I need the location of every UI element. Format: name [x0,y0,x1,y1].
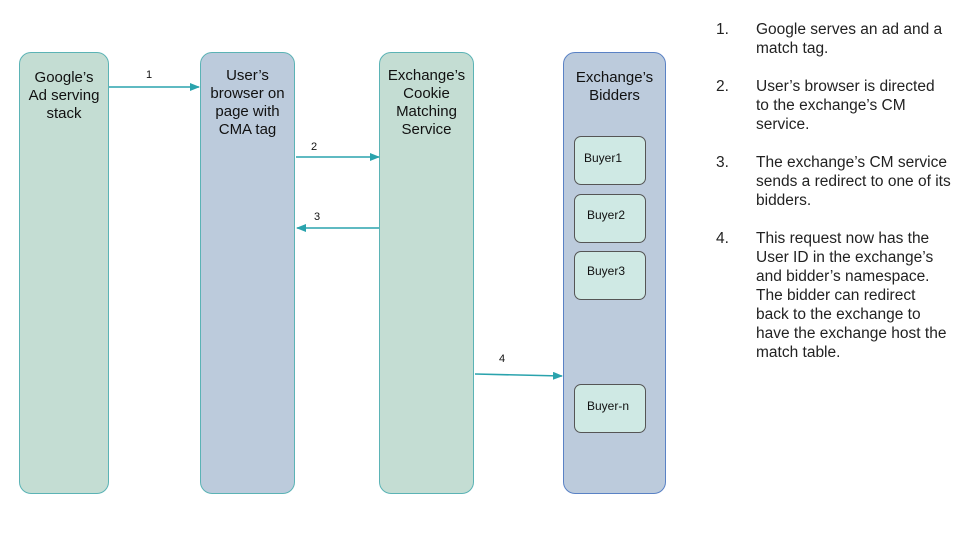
buyer-box-2: Buyer2 [574,194,646,243]
buyer-box-1: Buyer1 [574,136,646,185]
step-number: 2. [716,78,729,95]
buyer-label: Buyer1 [584,151,623,165]
step-text: The exchange’s CM service sends a redire… [756,154,951,209]
arrow-label-1: 1 [146,69,153,81]
arrow-label-3: 3 [314,211,321,223]
buyer-label: Buyer-n [587,399,630,413]
arrow-4 [474,371,563,380]
step-text: Google serves an ad and a match tag. [756,21,943,57]
step-item: 1. Google serves an ad and a match tag. [716,20,951,58]
step-item: 4. This request now has the User ID in t… [716,229,951,362]
step-text: User’s browser is directed to the exchan… [756,78,935,133]
step-number: 3. [716,154,729,171]
arrow-label-2: 2 [311,141,318,153]
arrow-label-4: 4 [499,353,506,365]
buyer-box-n: Buyer-n [574,384,646,433]
buyer-label: Buyer2 [587,208,626,222]
steps-list: 1. Google serves an ad and a match tag. … [716,20,951,381]
step-number: 4. [716,230,729,247]
step-item: 3. The exchange’s CM service sends a red… [716,153,951,210]
buyer-label: Buyer3 [587,264,626,278]
step-number: 1. [716,21,729,38]
step-text: This request now has the User ID in the … [756,230,947,361]
buyer-box-3: Buyer3 [574,251,646,300]
step-item: 2. User’s browser is directed to the exc… [716,77,951,134]
